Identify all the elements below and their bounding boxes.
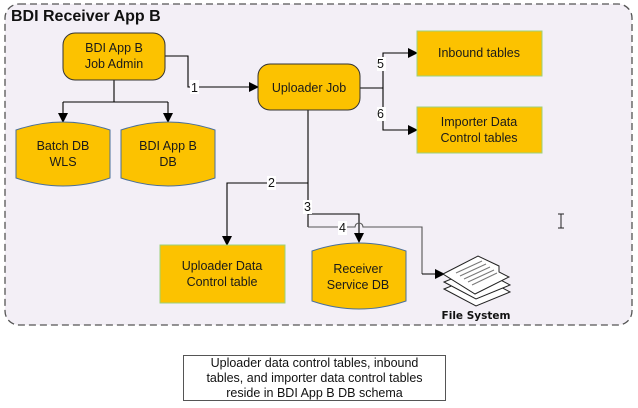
uploader-control-label-2: Control table xyxy=(187,275,258,289)
edge-3-label: 3 xyxy=(304,200,311,214)
node-receiver-db[interactable]: Receiver Service DB xyxy=(311,242,407,310)
edge-admin-to-dbs xyxy=(58,80,173,123)
batch-db-label-2: WLS xyxy=(49,155,76,169)
importer-tables-label-1: Importer Data xyxy=(441,115,517,129)
receiver-db-label-1: Receiver xyxy=(333,262,382,276)
inbound-tables-label: Inbound tables xyxy=(438,46,520,60)
edge-1 xyxy=(165,55,259,92)
edge-4-label: 4 xyxy=(339,221,346,235)
container-title: BDI Receiver App B xyxy=(11,8,161,25)
file-stack-icon xyxy=(441,255,512,307)
node-uploader-control[interactable]: Uploader Data Control table xyxy=(159,244,286,304)
app-b-db-label-2: DB xyxy=(159,155,176,169)
edge-4 xyxy=(308,222,445,279)
importer-tables-label-2: Control tables xyxy=(440,131,517,145)
text-cursor-icon xyxy=(558,213,564,229)
node-job-admin[interactable]: BDI App B Job Admin xyxy=(62,32,166,81)
note-line-2: tables, and importer data control tables xyxy=(206,371,423,385)
job-admin-label-2: Job Admin xyxy=(85,57,143,71)
uploader-control-label-1: Uploader Data xyxy=(182,259,263,273)
file-system-label: File System xyxy=(442,310,511,322)
app-b-db-label-1: BDI App B xyxy=(139,139,197,153)
receiver-db-label-2: Service DB xyxy=(327,278,390,292)
node-file-system[interactable]: File System xyxy=(441,255,512,322)
edge-6-label: 6 xyxy=(377,107,384,121)
node-importer-tables[interactable]: Importer Data Control tables xyxy=(416,106,543,154)
job-admin-label-1: BDI App B xyxy=(85,41,143,55)
edge-5-label: 5 xyxy=(377,57,384,71)
uploader-job-label: Uploader Job xyxy=(272,81,346,95)
edge-2-label: 2 xyxy=(268,176,275,190)
edge-5-6 xyxy=(360,48,418,135)
schema-note: Uploader data control tables, inbound ta… xyxy=(183,355,446,401)
node-inbound-tables[interactable]: Inbound tables xyxy=(416,30,543,77)
node-uploader-job[interactable]: Uploader Job xyxy=(257,63,361,111)
node-app-b-db[interactable]: BDI App B DB xyxy=(120,121,216,187)
edge-1-label: 1 xyxy=(191,81,198,95)
node-batch-db[interactable]: Batch DB WLS xyxy=(15,121,111,187)
batch-db-label-1: Batch DB xyxy=(37,139,90,153)
edge-3 xyxy=(308,213,364,243)
note-line-3: reside in BDI App B DB schema xyxy=(226,386,403,400)
note-line-1: Uploader data control tables, inbound xyxy=(210,356,419,370)
